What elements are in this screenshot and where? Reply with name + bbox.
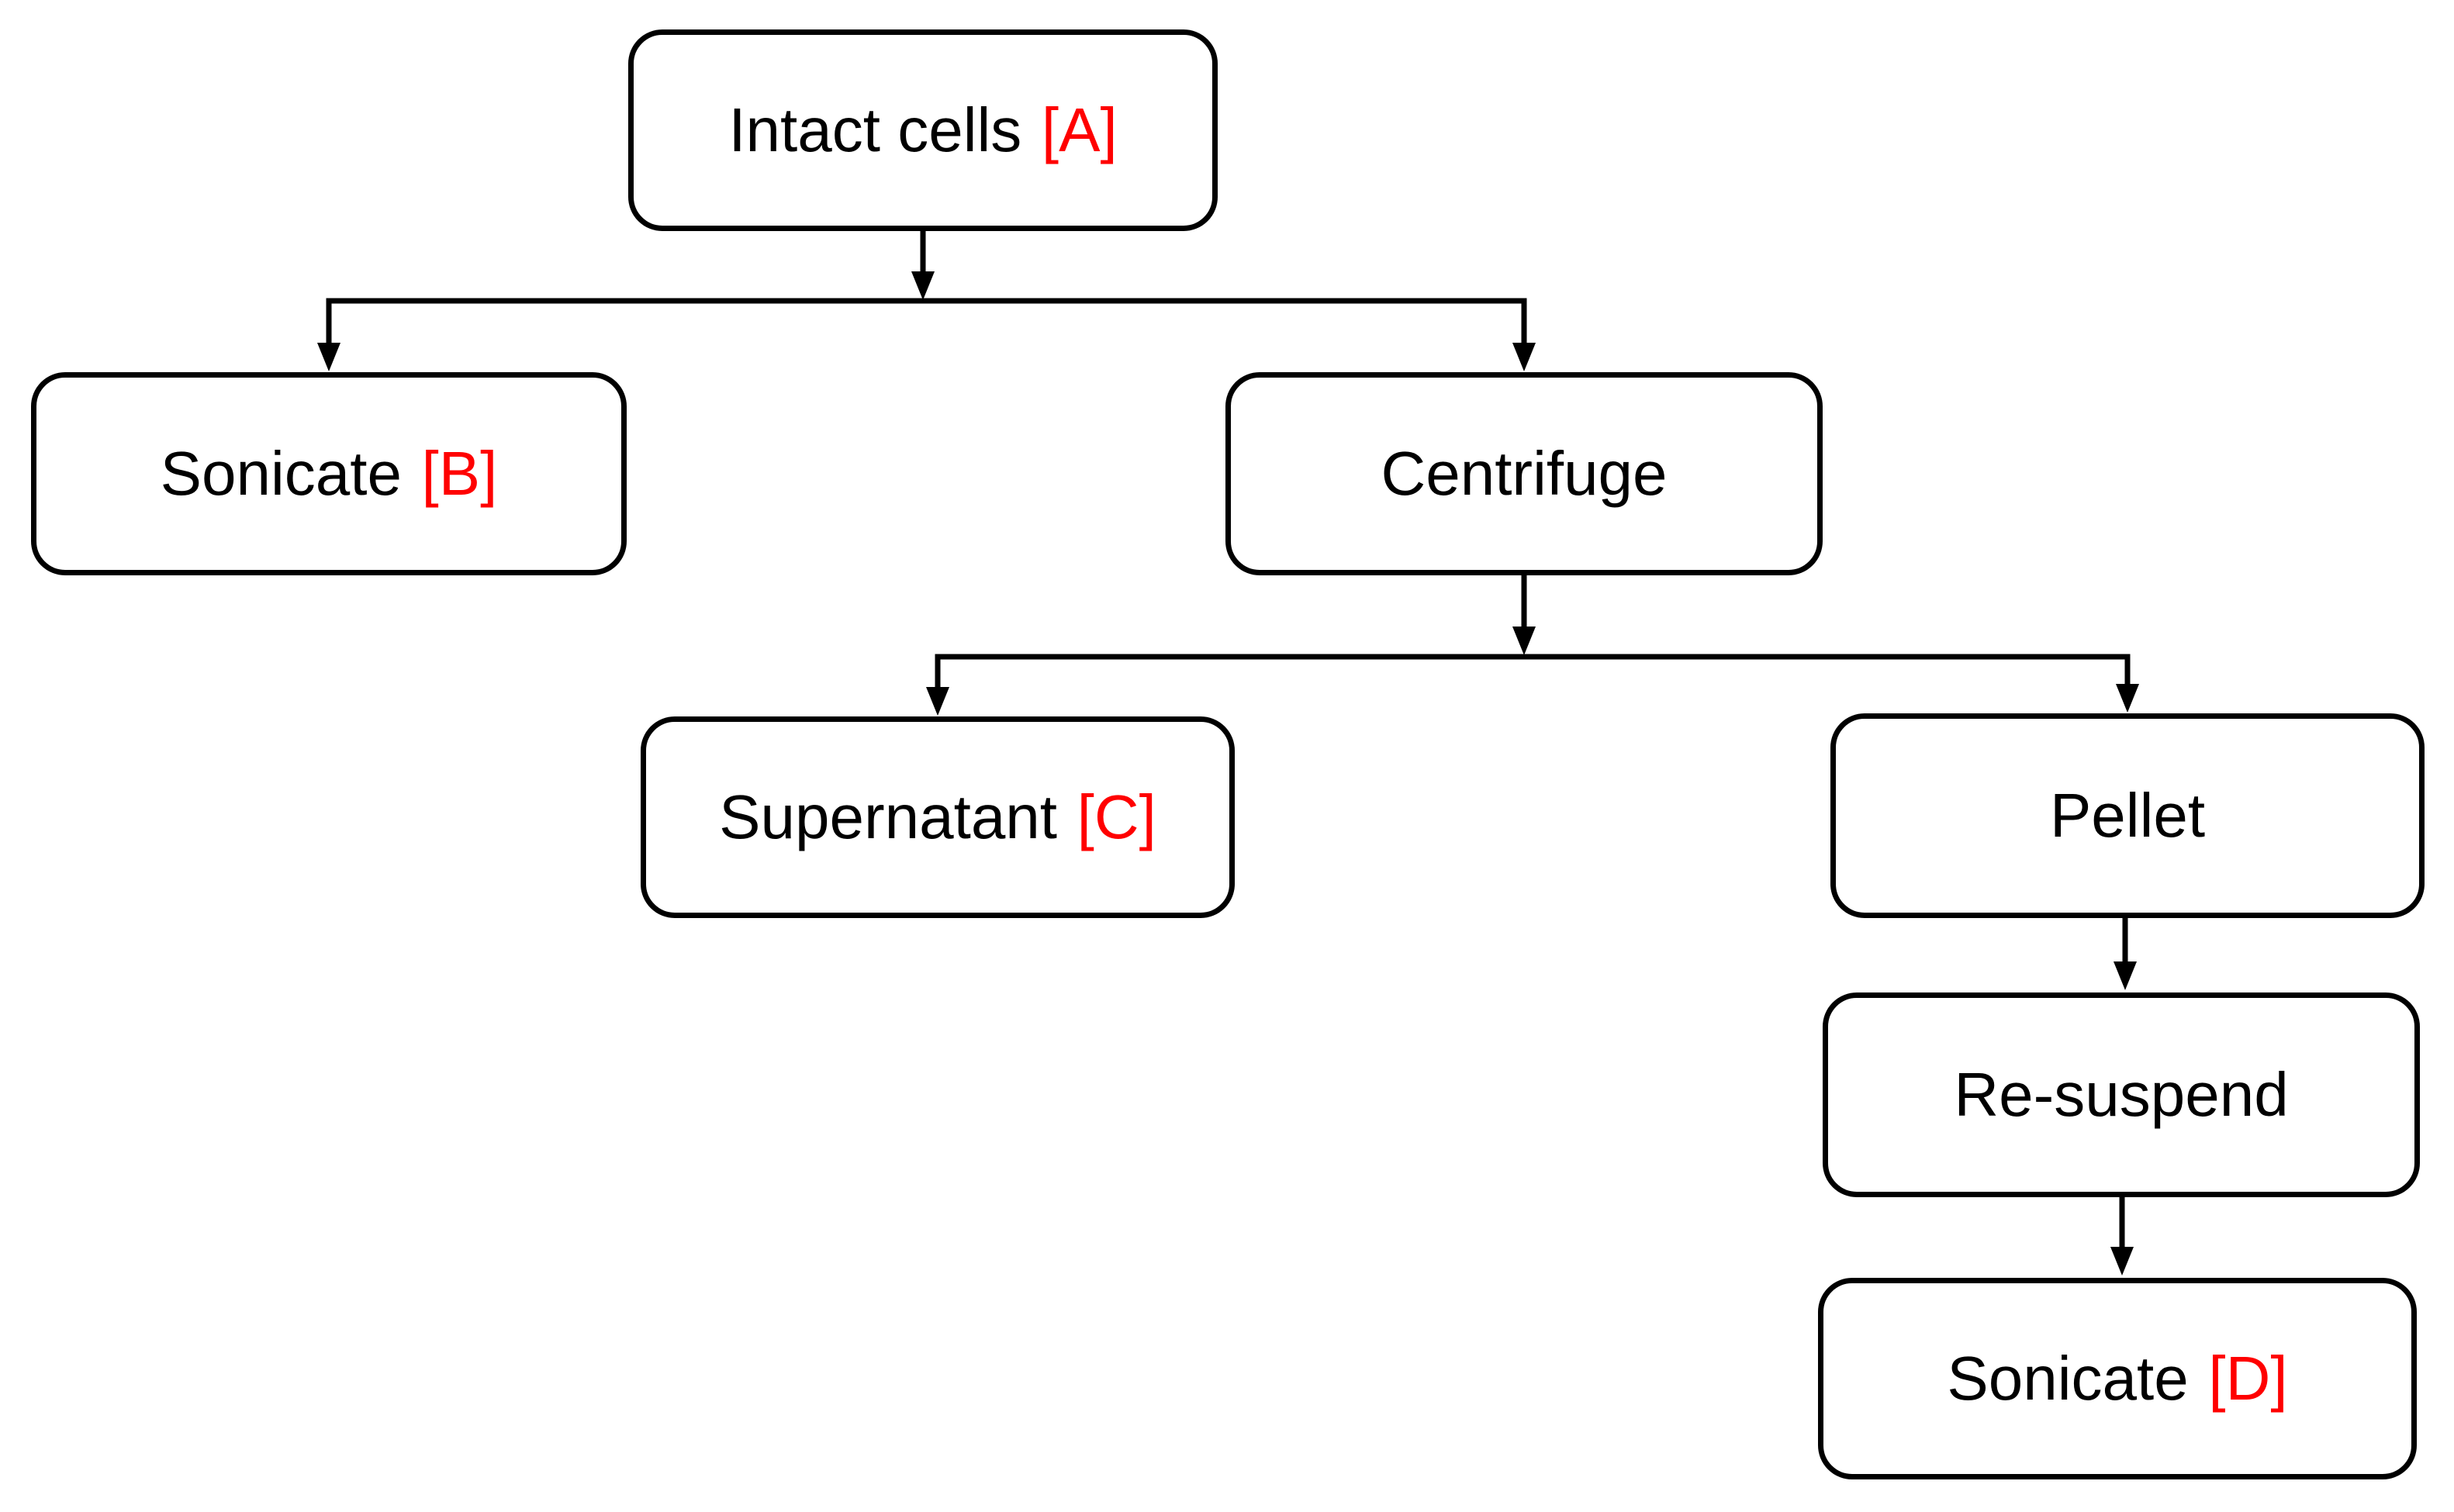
node-sonicate-d-tag: [D] — [2208, 1344, 2288, 1413]
node-sonicate-b-label: Sonicate — [160, 439, 402, 508]
node-sonicate-b-tag: [B] — [421, 439, 498, 508]
edge-branch-2 — [935, 654, 2131, 690]
node-pellet-label: Pellet — [2049, 781, 2206, 850]
node-supernatant: Supernatant [C] — [641, 716, 1235, 918]
node-sonicate-d-label: Sonicate — [1947, 1344, 2189, 1413]
node-sonicate-b: Sonicate [B] — [31, 372, 627, 575]
node-sonicate-d: Sonicate [D] — [1818, 1278, 2417, 1479]
node-re-suspend-label: Re-suspend — [1954, 1060, 2289, 1129]
arrowhead-into-branch-1 — [911, 271, 935, 300]
edge-branch-1 — [326, 298, 1527, 344]
arrowhead-into-sonicate-d — [2110, 1247, 2134, 1276]
edge-intact-cells-to-children — [317, 231, 1536, 371]
arrowhead-into-resuspend — [2114, 961, 2137, 990]
node-intact-cells: Intact cells [A] — [628, 29, 1218, 231]
arrowhead-into-supernatant — [926, 687, 949, 716]
arrowhead-into-centrifuge — [1512, 343, 1536, 371]
edge-resuspend-to-sonicate-d — [2110, 1197, 2134, 1276]
node-intact-cells-tag: [A] — [1041, 95, 1118, 164]
node-supernatant-tag: [C] — [1077, 782, 1156, 851]
node-supernatant-label: Supernatant — [719, 782, 1058, 851]
arrowhead-into-pellet — [2116, 684, 2139, 713]
edge-centrifuge-to-children — [926, 575, 2139, 716]
edge-pellet-to-resuspend — [2114, 918, 2137, 990]
arrowhead-into-branch-2 — [1512, 627, 1536, 655]
node-centrifuge-label: Centrifuge — [1381, 439, 1668, 508]
node-intact-cells-label: Intact cells — [728, 95, 1022, 164]
arrowhead-into-sonicate-b — [317, 343, 340, 371]
node-re-suspend: Re-suspend — [1823, 992, 2420, 1197]
node-pellet: Pellet — [1830, 713, 2425, 918]
node-centrifuge: Centrifuge — [1225, 372, 1823, 575]
